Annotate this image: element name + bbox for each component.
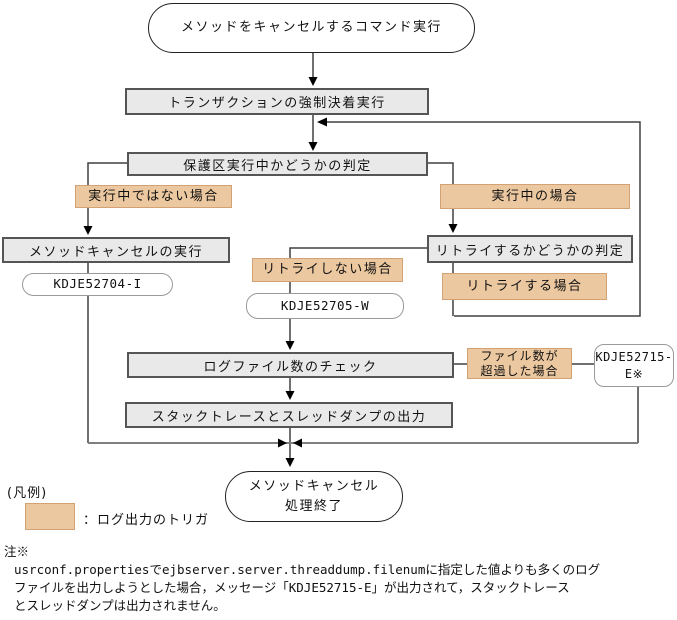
trigger-label-no-retry: リトライしない場合 (252, 258, 403, 282)
node-guard-check-label: 保護区実行中かどうかの判定 (183, 158, 372, 174)
node-log-check-label: ログファイル数のチェック (203, 359, 378, 375)
legend-trigger-label: ：ログ出力のトリガ (83, 513, 210, 528)
node-dump-output-label: スタックトレースとスレッドダンプの出力 (151, 409, 427, 425)
node-method-cancel-label: メソッドキャンセルの実行 (28, 244, 203, 260)
trigger-label-running: 実行中の場合 (440, 184, 630, 209)
trigger-file-over-line2: 超過した場合 (480, 363, 559, 378)
footnote-line: usrconf.propertiesでejbserver.server.thre… (14, 562, 601, 577)
node-end-line2: 処理終了 (284, 498, 343, 514)
trigger-label-file-over: ファイル数が 超過した場合 (467, 348, 572, 379)
footnote: 注※ usrconf.propertiesでejbserver.server.t… (4, 543, 600, 615)
footnote-line: ファイルを出力しようとした場合，メッセージ「KDJE52715-E」が出力されて… (14, 580, 570, 595)
trigger-no-retry-text: リトライしない場合 (262, 262, 393, 278)
node-force-settle: トランザクションの強制決着実行 (125, 88, 429, 115)
message-kdje52715-line2: E※ (624, 366, 644, 381)
node-force-settle-label: トランザクションの強制決着実行 (168, 96, 386, 111)
trigger-retry-text: リトライする場合 (466, 278, 583, 294)
legend-title: (凡例) (7, 486, 48, 501)
message-kdje52705-text: KDJE52705-W (280, 297, 370, 313)
message-kdje52715-line1: KDJE52715- (595, 350, 673, 365)
node-end: メソッドキャンセル 処理終了 (225, 471, 403, 522)
node-log-check: ログファイル数のチェック (127, 352, 454, 378)
message-kdje52715: KDJE52715- E※ (594, 344, 674, 387)
trigger-label-not-running: 実行中ではない場合 (75, 185, 232, 208)
node-retry-check-label: リトライするかどうかの判定 (435, 243, 625, 259)
node-start-label: メソッドをキャンセルするコマンド実行 (180, 20, 442, 36)
node-dump-output: スタックトレースとスレッドダンプの出力 (125, 402, 453, 428)
footnote-marker: 注※ (4, 544, 30, 559)
trigger-running-text: 実行中の場合 (491, 188, 579, 204)
message-kdje52705: KDJE52705-W (246, 293, 404, 319)
node-guard-check: 保護区実行中かどうかの判定 (127, 152, 428, 176)
node-retry-check: リトライするかどうかの判定 (427, 235, 633, 263)
message-kdje52704: KDJE52704-I (22, 273, 173, 296)
node-start: メソッドをキャンセルするコマンド実行 (148, 3, 475, 53)
trigger-label-retry: リトライする場合 (442, 273, 607, 300)
legend-trigger-swatch (25, 503, 75, 530)
footnote-line: とスレッドダンプは出力されません。 (14, 598, 226, 613)
trigger-file-over-line1: ファイル数が (480, 349, 559, 364)
trigger-not-running-text: 実行中ではない場合 (88, 188, 219, 204)
message-kdje52704-text: KDJE52704-I (53, 276, 142, 292)
node-method-cancel: メソッドキャンセルの実行 (2, 237, 230, 263)
node-end-line1: メソッドキャンセル (248, 479, 380, 494)
